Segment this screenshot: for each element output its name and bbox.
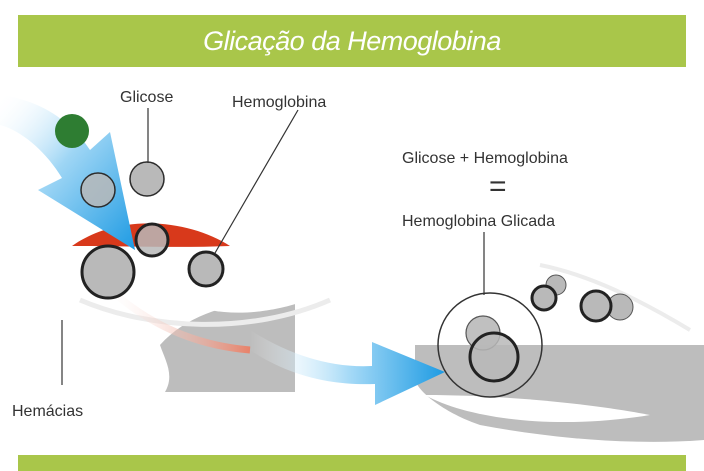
hemoglobin-molecule-2 [82, 246, 134, 298]
hemoglobina-leader-line [215, 110, 298, 253]
equals-sign: = [489, 170, 507, 203]
hemacias-label: Hemácias [12, 403, 83, 420]
hemoglobin-molecule-1 [136, 224, 168, 256]
molecule-right-4 [581, 291, 611, 321]
glycated-hemoglobin-molecule [470, 333, 518, 381]
green-molecule [55, 114, 89, 148]
footer-bar [18, 455, 686, 471]
gray-vessel-shape-right [415, 345, 704, 442]
white-cell-overlay-left [210, 280, 340, 313]
hemoglobin-molecule-3 [189, 252, 223, 286]
glucose-molecule-2 [130, 162, 164, 196]
hemoglobina-label: Hemoglobina [232, 94, 326, 111]
glicose-label: Glicose [120, 89, 173, 106]
molecule-right-2 [532, 286, 556, 310]
equation-bottom-label: Hemoglobina Glicada [402, 213, 555, 230]
equation-top-label: Glicose + Hemoglobina [402, 150, 568, 167]
glucose-molecule-1 [81, 173, 115, 207]
